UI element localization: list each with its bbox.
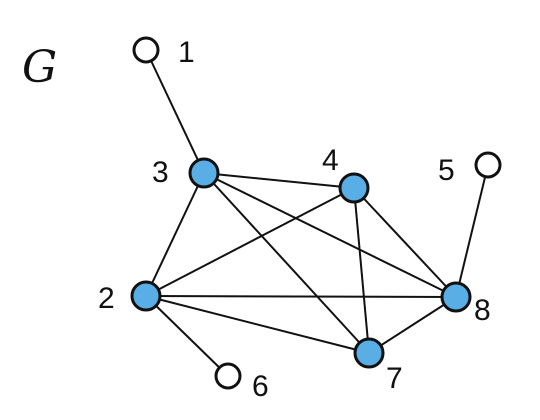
node-7 — [353, 337, 385, 369]
node-label-8: 8 — [474, 294, 491, 327]
edge-4-2 — [145, 187, 355, 297]
nodes-layer — [130, 36, 502, 390]
edge-7-8 — [368, 296, 457, 354]
node-label-1: 1 — [178, 36, 195, 69]
edge-4-7 — [353, 187, 370, 354]
edge-2-6 — [145, 295, 229, 377]
edge-3-2 — [145, 172, 205, 297]
node-3 — [188, 157, 220, 189]
labels-layer: 1 2 3 4 5 6 7 8 — [98, 36, 491, 403]
node-6 — [214, 362, 242, 390]
edge-3-8 — [203, 172, 457, 298]
graph-title: G — [22, 42, 57, 93]
edge-1-3 — [145, 49, 205, 174]
edges-layer — [145, 49, 489, 377]
node-1 — [132, 36, 160, 64]
node-8 — [440, 281, 472, 313]
node-label-7: 7 — [386, 362, 403, 395]
edge-2-7 — [145, 295, 370, 354]
edge-2-8 — [145, 295, 457, 298]
node-4 — [338, 172, 370, 204]
edge-3-4 — [203, 172, 355, 189]
node-label-4: 4 — [322, 144, 339, 177]
node-5 — [474, 151, 502, 179]
node-label-5: 5 — [438, 154, 455, 187]
node-label-3: 3 — [152, 156, 169, 189]
edge-3-7 — [203, 172, 370, 354]
edge-4-8 — [353, 187, 457, 298]
edge-5-8 — [455, 164, 489, 298]
node-label-2: 2 — [98, 282, 115, 315]
node-2 — [130, 280, 162, 312]
node-label-6: 6 — [252, 370, 269, 403]
